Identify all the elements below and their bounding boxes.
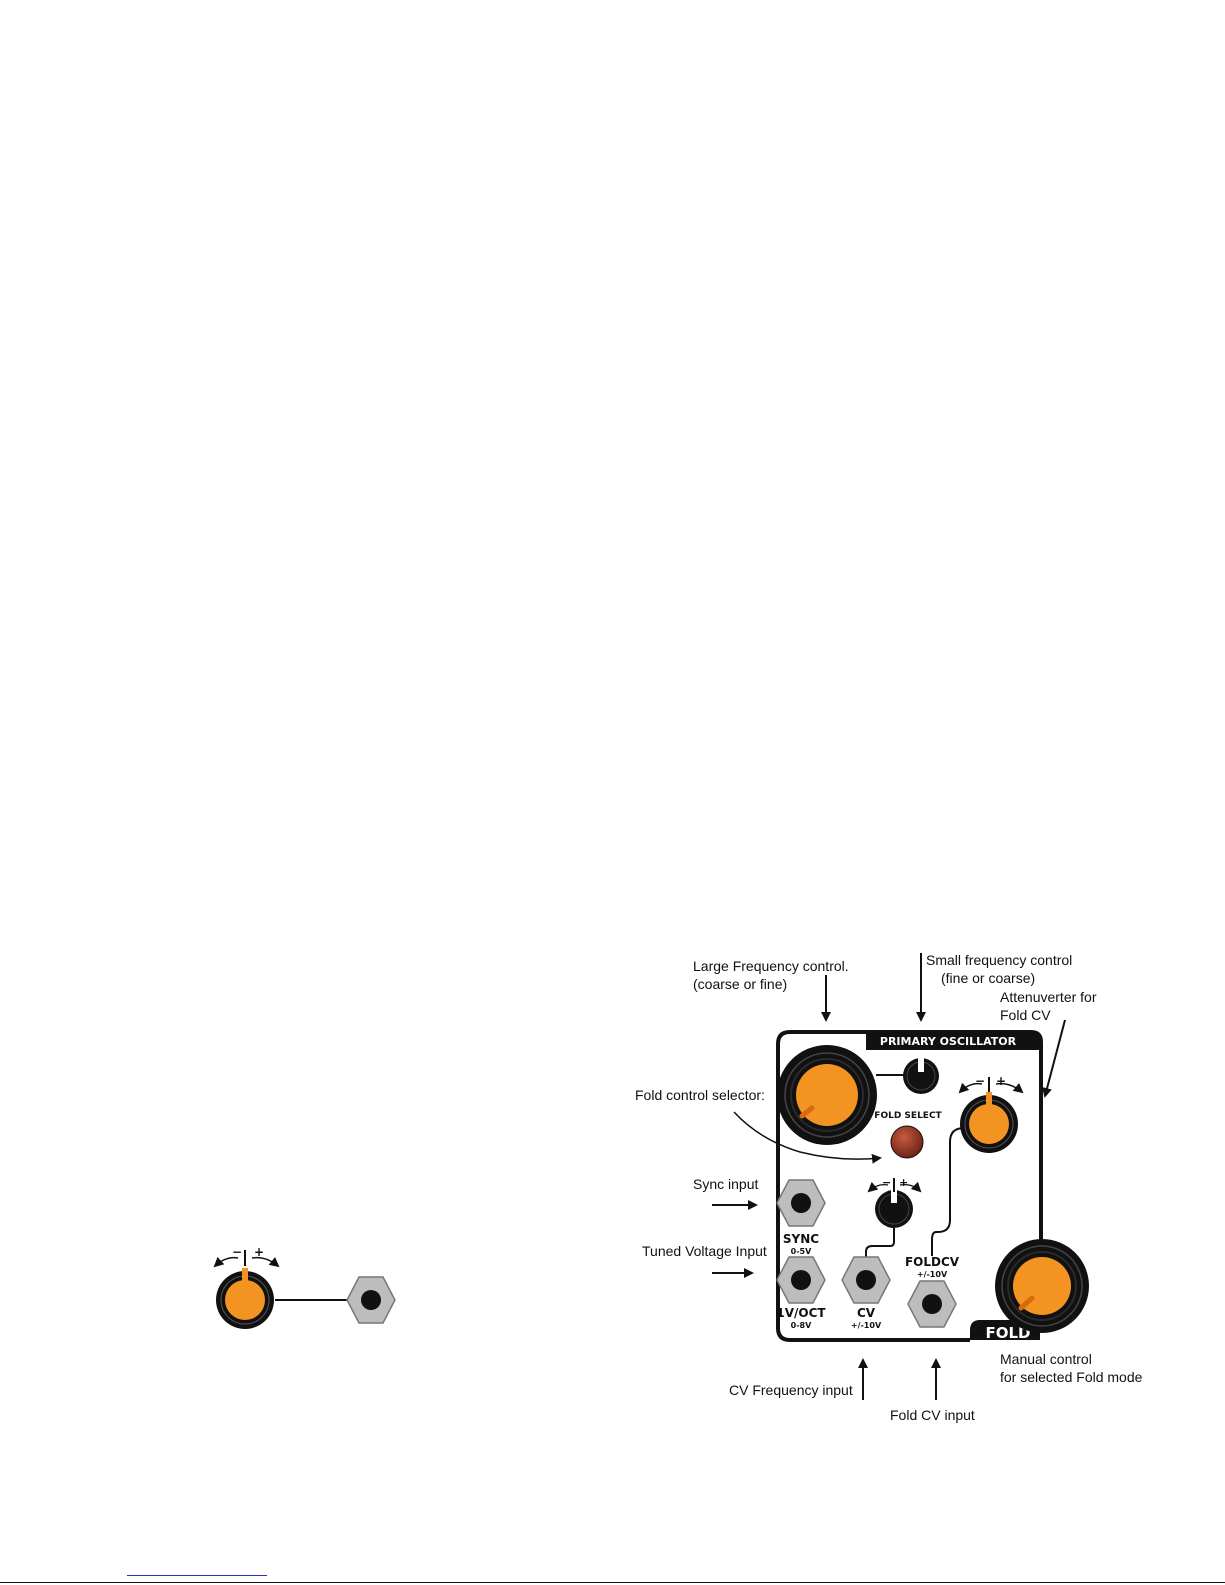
small-frequency-knob[interactable]	[903, 1058, 939, 1094]
fold-attenuverter-knob[interactable]	[960, 1092, 1018, 1153]
annotation-small-frequency-line1: Small frequency control	[926, 952, 1073, 968]
annotation-attenuverter-line1: Attenuverter for	[1000, 989, 1097, 1005]
annotation-attenuverter: Attenuverter for Fold CV	[1000, 988, 1097, 1024]
annotation-cv-frequency-text: CV Frequency input	[729, 1382, 853, 1398]
annotation-small-frequency-line2: (fine or coarse)	[941, 970, 1036, 986]
cv-jack[interactable]	[841, 1256, 891, 1304]
annotation-large-frequency-line2: (coarse or fine)	[693, 976, 788, 992]
annotation-large-frequency-line1: Large Frequency control.	[693, 958, 849, 974]
cv-attenuverter-knob[interactable]	[875, 1190, 913, 1228]
fold-badge-label: FOLD	[985, 1324, 1030, 1342]
fold-attenuverter-scale: − +	[958, 1074, 1024, 1094]
annotation-manual-control: Manual control for selected Fold mode	[1000, 1350, 1142, 1386]
voct-jack-label: 1V/OCT	[776, 1306, 826, 1320]
annotation-attenuverter-line2: Fold CV	[1000, 1007, 1051, 1023]
left-attenuverter-knob[interactable]	[216, 1268, 274, 1329]
cv-attenuverter-scale: − +	[867, 1176, 922, 1193]
annotation-fold-cv-text: Fold CV input	[890, 1407, 975, 1423]
annotation-arrows	[712, 953, 1066, 1400]
cv-minus-label: −	[882, 1176, 891, 1189]
annotation-small-frequency: Small frequency control (fine or coarse)	[926, 951, 1072, 987]
annotation-fold-selector-text: Fold control selector:	[635, 1087, 765, 1103]
panel-title: PRIMARY OSCILLATOR	[880, 1035, 1017, 1048]
left-plus-label: +	[254, 1245, 264, 1259]
annotation-sync-input: Sync input	[693, 1175, 758, 1193]
foldcv-jack[interactable]	[907, 1280, 957, 1328]
footer-link-underline[interactable]	[127, 1575, 267, 1576]
annotation-manual-control-line1: Manual control	[1000, 1351, 1092, 1367]
fold-manual-knob[interactable]	[995, 1239, 1089, 1333]
left-minus-label: −	[232, 1245, 242, 1259]
left-attenuverter-scale: − +	[213, 1245, 280, 1268]
footer-rule	[0, 1582, 1225, 1583]
sync-jack-label: SYNC	[783, 1232, 819, 1246]
sync-jack[interactable]	[776, 1179, 826, 1227]
fold-minus-label: −	[975, 1074, 985, 1088]
cv-jack-range: +/-10V	[851, 1321, 882, 1330]
annotation-fold-selector: Fold control selector:	[635, 1086, 765, 1104]
cv-jack-label: CV	[857, 1306, 876, 1320]
left-jack[interactable]	[346, 1276, 396, 1324]
fold-select-label: FOLD SELECT	[874, 1111, 942, 1121]
voct-jack-range: 0-8V	[791, 1321, 812, 1330]
annotation-tuned-voltage: Tuned Voltage Input	[642, 1242, 767, 1260]
annotation-sync-input-text: Sync input	[693, 1176, 759, 1192]
annotation-fold-cv: Fold CV input	[890, 1406, 975, 1424]
large-frequency-knob[interactable]	[777, 1045, 877, 1145]
annotation-manual-control-line2: for selected Fold mode	[1000, 1369, 1143, 1385]
left-example: − +	[213, 1245, 396, 1329]
voct-jack[interactable]	[776, 1256, 826, 1304]
foldcv-jack-range: +/-10V	[917, 1270, 948, 1279]
fold-select-button[interactable]	[890, 1125, 924, 1159]
annotation-cv-frequency: CV Frequency input	[729, 1381, 853, 1399]
foldcv-jack-label: FOLDCV	[905, 1255, 960, 1269]
annotation-tuned-voltage-text: Tuned Voltage Input	[642, 1243, 767, 1259]
annotation-large-frequency: Large Frequency control. (coarse or fine…	[693, 957, 849, 993]
module-panel: PRIMARY OSCILLATOR FOLD SELECT	[776, 1030, 1089, 1342]
fold-plus-label: +	[996, 1074, 1006, 1088]
cv-plus-label: +	[899, 1176, 908, 1189]
sync-jack-range: 0-5V	[791, 1247, 812, 1256]
